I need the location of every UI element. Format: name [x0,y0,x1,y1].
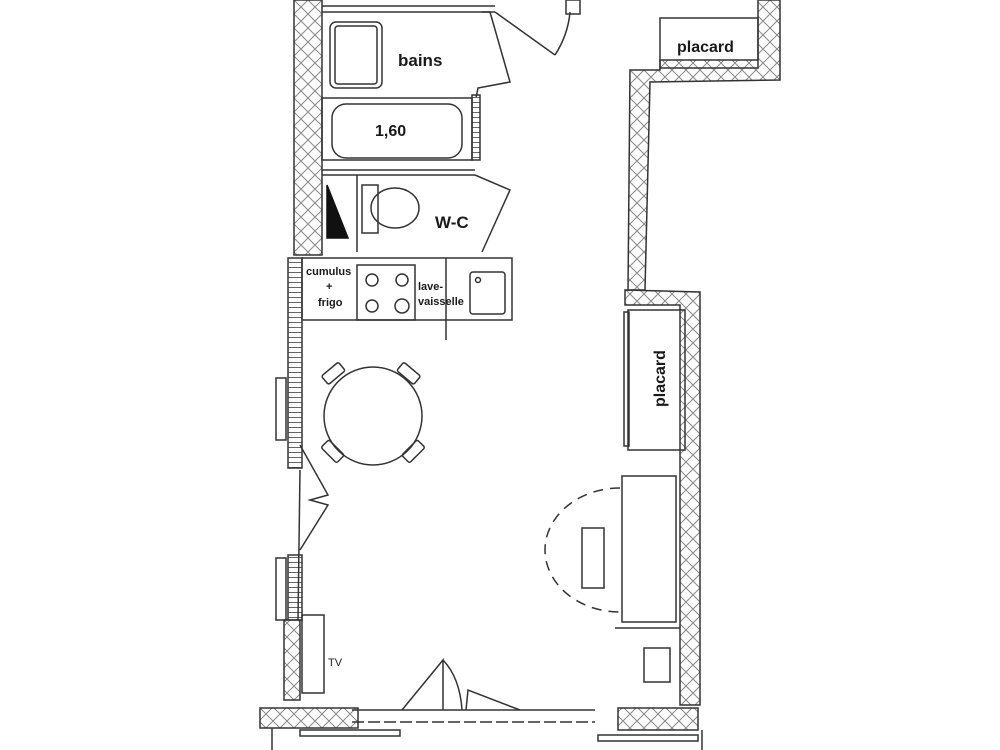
bathtub [321,94,481,161]
bottom-wall [259,707,703,750]
label-closet-top: placard [677,39,734,56]
dining-table [321,362,425,466]
kitchen-sink [469,271,506,315]
bathroom-basin [329,21,383,89]
label-wc: W-C [435,213,469,232]
cooktop-burners [365,273,410,314]
wc-room [322,169,511,253]
left-window-flap [299,444,330,551]
right-wall-lower [624,289,701,706]
label-cumulus-plus: + [326,281,332,293]
tv-cabinet [301,614,325,694]
label-lave: lave- [418,281,443,293]
label-frigo: frigo [318,297,343,309]
kitchen-counter [301,257,513,340]
left-wall-lower [283,469,301,701]
label-closet-right: placard [652,350,669,407]
label-bathtub-size: 1,60 [375,123,406,140]
closet-right [623,309,686,451]
left-wall-upper [293,0,323,256]
bathroom-door [494,0,581,56]
label-tv: TV [328,657,343,669]
bathroom-wall-right [475,11,511,99]
label-vaisselle: vaisselle [418,296,464,308]
shaft-icon [326,184,350,239]
label-bathroom: bains [398,51,442,70]
entrance-door [401,657,521,711]
label-cumulus: cumulus [306,266,351,278]
nightstand [643,647,671,683]
bed [544,475,680,629]
